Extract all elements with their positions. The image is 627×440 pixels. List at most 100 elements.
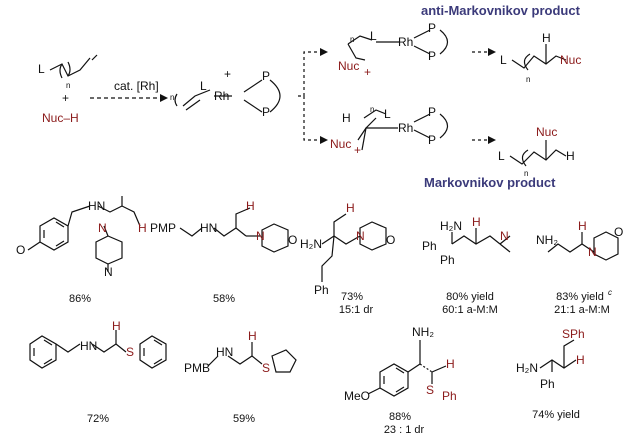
nucleophile-reagent: Nuc–H <box>42 111 79 125</box>
anti-markovnikov-product <box>511 44 567 71</box>
substrate-l: L <box>38 62 45 76</box>
ex3-yield: 73% <box>341 291 363 303</box>
substrate-n: n <box>66 81 70 90</box>
ex8-s: S <box>426 383 434 397</box>
center-p1: P <box>262 69 270 83</box>
ex2-yield: 58% <box>213 293 235 305</box>
mp-h: H <box>566 149 575 163</box>
m-h: H <box>342 111 351 125</box>
example-7-structure <box>207 342 297 373</box>
example-3-structure <box>321 213 387 282</box>
m-n: n <box>370 105 374 114</box>
ex7-h: H <box>248 329 257 343</box>
m-nuc: Nuc <box>330 137 351 151</box>
ex7-s: S <box>262 361 270 375</box>
anti-markovnikov-label: anti-Markovnikov product <box>421 3 581 18</box>
center-p2: P <box>262 105 270 119</box>
markovnikov-product <box>509 140 567 167</box>
substrate-structure <box>49 54 98 79</box>
catalyst-label: cat. [Rh] <box>114 79 159 93</box>
center-n: n <box>170 93 174 102</box>
ex3-dr: 15:1 dr <box>339 304 374 316</box>
rh-complex-center <box>174 79 281 113</box>
ex5-footnote: c <box>608 288 612 297</box>
ex1-o: O <box>16 243 25 257</box>
example-1-structure <box>27 196 141 272</box>
markovnikov-intermediate <box>357 109 449 151</box>
ex6-s: S <box>126 345 134 359</box>
example-5-structure <box>547 231 619 261</box>
mp-l: L <box>498 149 505 163</box>
center-l: L <box>200 79 207 93</box>
example-9-structure <box>539 339 577 372</box>
ex5-yield: 83% yield <box>556 291 604 303</box>
anti-markovnikov-intermediate <box>347 29 449 61</box>
ex3-n: N <box>356 229 365 243</box>
example-2-structure <box>179 207 289 253</box>
ex5-h: H <box>578 219 587 233</box>
ex3-ph: Ph <box>314 283 329 297</box>
ex2-pmp: PMP <box>150 221 176 235</box>
ex1-n1: N <box>98 221 107 235</box>
ex9-yield: 74% yield <box>532 409 580 421</box>
ex4-h: H <box>472 215 481 229</box>
amp-h: H <box>542 31 551 45</box>
plus-sign: + <box>62 91 69 105</box>
ex3-h: H <box>346 201 355 215</box>
mp-nuc: Nuc <box>536 125 557 139</box>
example-6-structure <box>29 330 167 369</box>
center-plus: + <box>224 67 231 81</box>
m-p2: P <box>428 133 436 147</box>
labels-layer: anti-Markovnikov product Markovnikov pro… <box>16 3 623 436</box>
ex8-ph: Ph <box>442 389 457 403</box>
ex1-yield: 86% <box>69 293 91 305</box>
amp-nuc: Nuc <box>560 53 581 67</box>
am-l: L <box>370 29 377 43</box>
ex2-o: O <box>288 233 297 247</box>
ex8-h: H <box>446 357 455 371</box>
ex9-h2n: H₂N <box>516 361 538 375</box>
ex6-yield: 72% <box>87 413 109 425</box>
ex4-n: N <box>500 229 509 243</box>
ex4-ph1: Ph <box>422 239 437 253</box>
example-4-structure <box>451 228 511 253</box>
example-8-structure <box>367 340 447 397</box>
ex7-pmb: PMB <box>184 361 210 375</box>
ex1-hn: HN <box>88 199 105 213</box>
am-plus: + <box>364 65 371 79</box>
ex8-dr: 23 : 1 dr <box>384 424 425 436</box>
markovnikov-label: Markovnikov product <box>424 175 556 190</box>
ex3-o: O <box>386 233 395 247</box>
ex8-yield: 88% <box>389 411 411 423</box>
ex9-ph: Ph <box>540 377 555 391</box>
m-p1: P <box>428 105 436 119</box>
ex6-hn: HN <box>80 339 97 353</box>
ex5-n: N <box>588 245 597 259</box>
ex8-nh2: NH₂ <box>412 325 434 339</box>
ex5-o: O <box>614 225 623 239</box>
bonds-layer <box>27 29 619 397</box>
ex5-nh2: NH₂ <box>536 233 558 247</box>
amp-l: L <box>500 53 507 67</box>
am-rh: Rh <box>398 35 413 49</box>
am-n: n <box>350 35 354 44</box>
branch-arrows <box>298 51 320 141</box>
amp-n: n <box>526 75 530 84</box>
m-l: L <box>384 107 391 121</box>
am-p2: P <box>428 49 436 63</box>
ex7-hn: HN <box>216 345 233 359</box>
ex9-h: H <box>576 353 585 367</box>
ex1-h: H <box>138 221 147 235</box>
ex4-ph2: Ph <box>440 253 455 267</box>
center-rh: Rh <box>214 89 229 103</box>
m-plus: + <box>354 143 361 157</box>
m-rh: Rh <box>398 121 413 135</box>
ex7-yield: 59% <box>233 413 255 425</box>
am-p1: P <box>428 21 436 35</box>
ex4-yield: 80% yield <box>446 291 494 303</box>
ex1-n2: N <box>104 265 113 279</box>
ex2-hn: HN <box>200 221 217 235</box>
ex9-sph: SPh <box>562 327 585 341</box>
ex4-sel: 60:1 a-M:M <box>442 304 498 316</box>
